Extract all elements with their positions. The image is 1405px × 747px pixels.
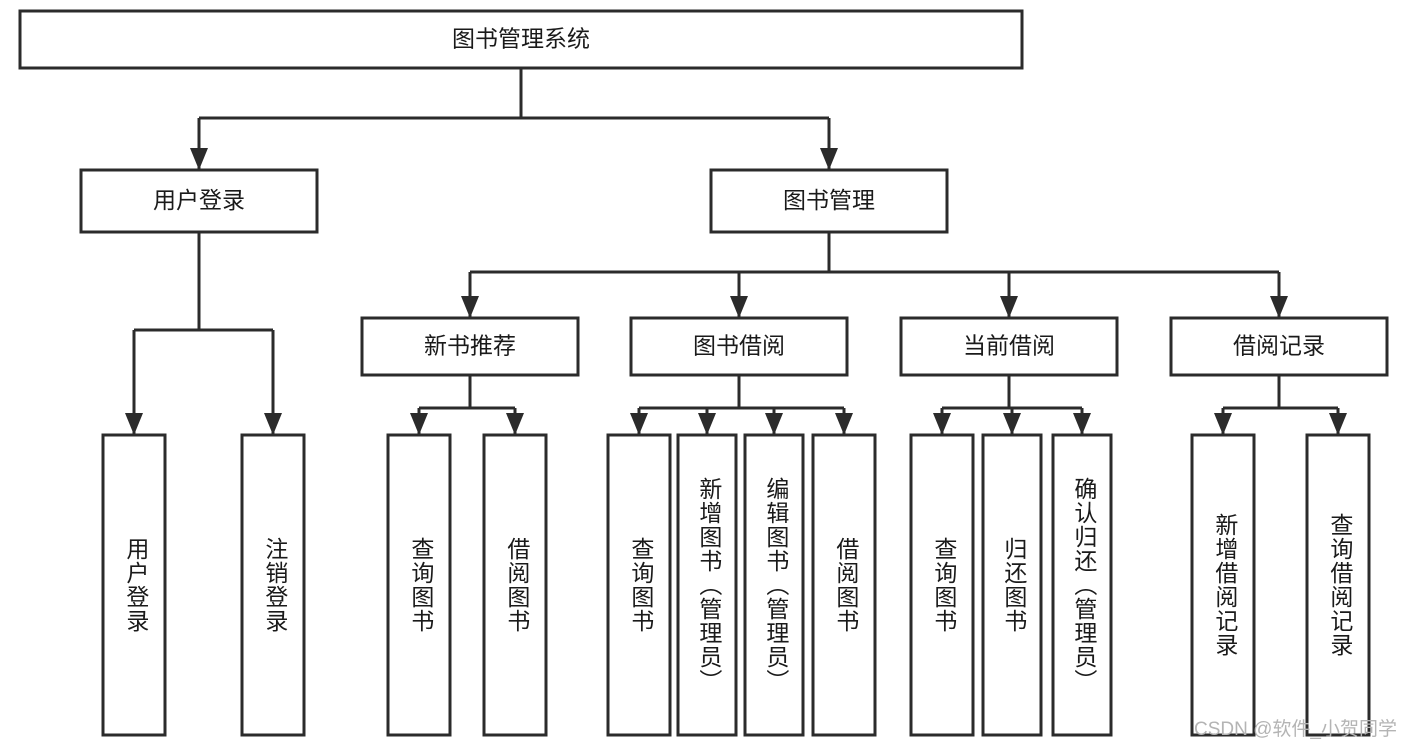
node-box-current-borrow <box>899 316 1119 377</box>
node-leaf-return-book[interactable]: 归还图书 <box>981 433 1043 737</box>
arrow-head-leaf-book-borrow-1 <box>698 413 716 435</box>
connector-edges-layer <box>125 68 1347 435</box>
node-label-new-book-rec: 新书推荐 <box>424 333 516 359</box>
node-book-borrow[interactable]: 图书借阅 <box>629 316 849 377</box>
node-box-leaf-logout <box>240 433 306 737</box>
node-box-leaf-query-book-2 <box>606 433 672 737</box>
node-leaf-query-book-1[interactable]: 查询图书 <box>386 433 452 737</box>
arrow-head-root-1 <box>820 148 838 170</box>
node-box-leaf-query-book-1 <box>386 433 452 737</box>
node-box-leaf-borrow-book-2 <box>811 433 877 737</box>
node-box-new-book-rec <box>360 316 580 377</box>
node-label-book-manage: 图书管理 <box>783 187 875 213</box>
node-label-leaf-query-book-1: 查询图书 <box>408 537 435 633</box>
arrow-head-leaf-current-borrow-1 <box>1003 413 1021 435</box>
node-box-leaf-query-record <box>1305 433 1371 737</box>
node-leaf-query-record[interactable]: 查询借阅记录 <box>1305 433 1371 737</box>
node-label-leaf-query-record: 查询借阅记录 <box>1327 513 1354 657</box>
arrow-head-leaf-book-borrow-0 <box>630 413 648 435</box>
node-label-book-borrow: 图书借阅 <box>693 333 785 359</box>
node-label-leaf-return-book: 归还图书 <box>1001 537 1028 633</box>
node-box-user-login <box>79 168 319 234</box>
node-leaf-logout[interactable]: 注销登录 <box>240 433 306 737</box>
arrow-head-leaf-borrow-record-0 <box>1214 413 1232 435</box>
node-label-leaf-user-login: 用户登录 <box>123 537 150 633</box>
csdn-watermark: CSDN @软件_小贺同学 <box>1194 719 1397 740</box>
arrow-head-leaf-book-borrow-3 <box>835 413 853 435</box>
nodes-layer: 图书管理系统用户登录图书管理新书推荐图书借阅当前借阅借阅记录用户登录注销登录查询… <box>18 9 1389 737</box>
node-label-leaf-edit-book: 编辑图书（管理员） <box>763 477 790 693</box>
node-leaf-confirm-return[interactable]: 确认归还（管理员） <box>1051 433 1113 737</box>
arrow-head-book-manage-0 <box>461 296 479 318</box>
node-leaf-user-login[interactable]: 用户登录 <box>101 433 167 737</box>
node-box-leaf-query-book-3 <box>909 433 975 737</box>
node-borrow-record[interactable]: 借阅记录 <box>1169 316 1389 377</box>
node-leaf-edit-book[interactable]: 编辑图书（管理员） <box>743 433 805 737</box>
arrow-head-leaf-user-login-0 <box>125 413 143 435</box>
node-label-borrow-record: 借阅记录 <box>1233 333 1325 359</box>
node-leaf-query-book-3[interactable]: 查询图书 <box>909 433 975 737</box>
node-box-leaf-user-login <box>101 433 167 737</box>
node-box-root <box>18 9 1024 70</box>
node-box-leaf-edit-book <box>743 433 805 737</box>
node-box-leaf-add-record <box>1190 433 1256 737</box>
arrow-head-book-manage-3 <box>1270 296 1288 318</box>
arrow-head-leaf-user-login-1 <box>264 413 282 435</box>
node-box-book-borrow <box>629 316 849 377</box>
node-label-user-login: 用户登录 <box>153 187 245 213</box>
arrow-head-book-manage-1 <box>730 296 748 318</box>
node-new-book-rec[interactable]: 新书推荐 <box>360 316 580 377</box>
arrow-head-leaf-book-borrow-2 <box>765 413 783 435</box>
node-label-leaf-add-record: 新增借阅记录 <box>1212 513 1239 657</box>
node-label-leaf-borrow-book-1: 借阅图书 <box>504 537 531 633</box>
arrow-head-leaf-borrow-record-1 <box>1329 413 1347 435</box>
node-box-leaf-borrow-book-1 <box>482 433 548 737</box>
node-leaf-add-record[interactable]: 新增借阅记录 <box>1190 433 1256 737</box>
node-box-leaf-confirm-return <box>1051 433 1113 737</box>
node-label-leaf-borrow-book-2: 借阅图书 <box>833 537 860 633</box>
node-user-login[interactable]: 用户登录 <box>79 168 319 234</box>
node-label-leaf-confirm-return: 确认归还（管理员） <box>1071 477 1098 693</box>
node-root[interactable]: 图书管理系统 <box>18 9 1024 70</box>
arrow-head-book-manage-2 <box>1000 296 1018 318</box>
node-leaf-borrow-book-1[interactable]: 借阅图书 <box>482 433 548 737</box>
arrow-head-leaf-current-borrow-0 <box>933 413 951 435</box>
arrow-head-leaf-current-borrow-2 <box>1073 413 1091 435</box>
node-leaf-add-book[interactable]: 新增图书（管理员） <box>676 433 738 737</box>
node-book-manage[interactable]: 图书管理 <box>709 168 949 234</box>
node-label-root: 图书管理系统 <box>452 26 590 52</box>
node-leaf-query-book-2[interactable]: 查询图书 <box>606 433 672 737</box>
node-box-leaf-return-book <box>981 433 1043 737</box>
node-label-leaf-query-book-3: 查询图书 <box>931 537 958 633</box>
node-label-leaf-query-book-2: 查询图书 <box>628 537 655 633</box>
node-label-leaf-logout: 注销登录 <box>262 537 289 633</box>
node-current-borrow[interactable]: 当前借阅 <box>899 316 1119 377</box>
arrow-head-leaf-new-book-rec-0 <box>410 413 428 435</box>
node-leaf-borrow-book-2[interactable]: 借阅图书 <box>811 433 877 737</box>
node-box-leaf-add-book <box>676 433 738 737</box>
node-label-current-borrow: 当前借阅 <box>963 333 1055 359</box>
node-label-leaf-add-book: 新增图书（管理员） <box>696 477 723 693</box>
arrow-head-root-0 <box>190 148 208 170</box>
node-box-borrow-record <box>1169 316 1389 377</box>
node-box-book-manage <box>709 168 949 234</box>
arrow-head-leaf-new-book-rec-1 <box>506 413 524 435</box>
